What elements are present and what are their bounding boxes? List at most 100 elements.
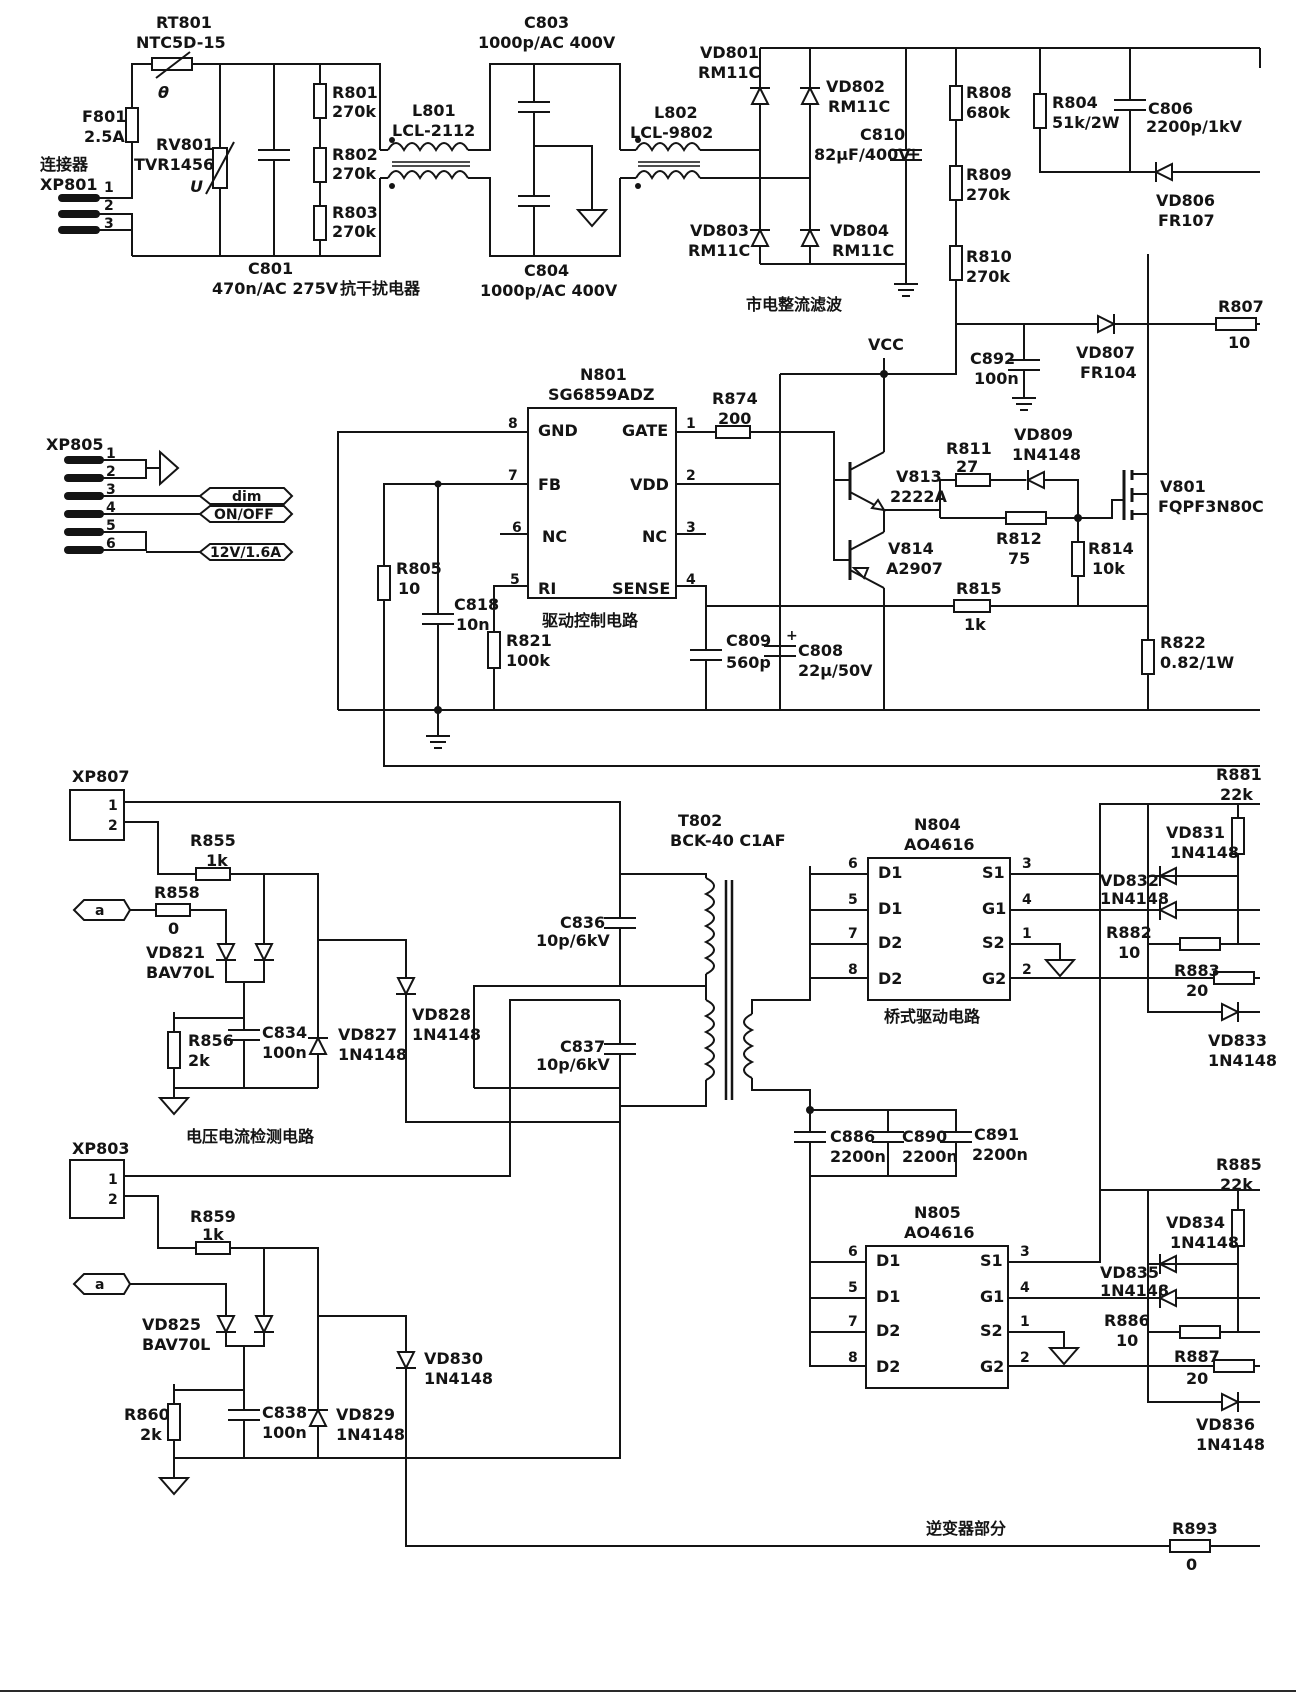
r886-ref: R886 [1104, 1311, 1150, 1330]
vd830-val: 1N4148 [424, 1369, 493, 1388]
power-tag [198, 543, 294, 561]
r822-val: 0.82/1W [1160, 653, 1234, 672]
vd802-val: RM11C [828, 97, 890, 116]
c801-val: 470n/AC 275V [212, 279, 339, 298]
xp807-connector [69, 789, 125, 841]
dim-label: dim [232, 489, 261, 505]
r805-resistor [377, 565, 391, 601]
n801-pin-fb: FB [538, 475, 561, 494]
vd829-ref: VD829 [336, 1405, 395, 1424]
vd830-diode [396, 1351, 416, 1371]
c834-val: 100n [262, 1043, 307, 1062]
r814-ref: R814 [1088, 539, 1134, 558]
vd836-ref: VD836 [1196, 1415, 1255, 1434]
n801-pin-sense: SENSE [612, 579, 670, 598]
vd831-ref: VD831 [1166, 823, 1225, 842]
r882-val: 10 [1118, 943, 1140, 962]
c836-val: 10p/6kV [536, 931, 610, 950]
r814-val: 10k [1092, 559, 1125, 578]
vd825-ref: VD825 [142, 1315, 201, 1334]
n805-num6: 6 [848, 1244, 858, 1260]
r859-val: 1k [202, 1225, 224, 1244]
r811-ref: R811 [946, 439, 992, 458]
r802-resistor [313, 147, 327, 183]
vd807-ref: VD807 [1076, 343, 1135, 362]
xp805-pin4: 4 [106, 500, 116, 516]
r812-resistor [1005, 511, 1047, 525]
vd828-val: 1N4148 [412, 1025, 481, 1044]
vd801-val: RM11C [698, 63, 760, 82]
c803-val: 1000p/AC 400V [478, 33, 616, 52]
r809-val: 270k [966, 185, 1010, 204]
r856-ref: R856 [188, 1031, 234, 1050]
xp803-pin2: 2 [108, 1192, 118, 1208]
vd825-diode-a [216, 1315, 236, 1335]
ac-input-section: 连接器 XP801 1 2 3 F801 2.5A RT801 NTC5D-15… [40, 13, 810, 300]
r802-ref: R802 [332, 145, 378, 164]
c886-val: 2200n [830, 1147, 886, 1166]
vd836-val: 1N4148 [1196, 1435, 1265, 1454]
rt801-thermistor [151, 57, 193, 71]
r809-resistor [949, 165, 963, 201]
section-bridge-driver: 桥式驱动电路 [884, 1007, 981, 1026]
c886-ref: C886 [830, 1127, 875, 1146]
r814-resistor [1071, 541, 1085, 577]
r886-val: 10 [1116, 1331, 1138, 1350]
section-detection: 电压电流检测电路 [186, 1127, 315, 1146]
dim-tag [198, 487, 294, 505]
section-rectifier: 市电整流滤波 [746, 295, 843, 314]
n804-ref: N804 [914, 815, 961, 834]
n801-num3: 3 [686, 520, 696, 536]
rv801-val: TVR1456 [134, 155, 214, 174]
c808-plus: + [786, 628, 798, 644]
vd835-ref: VD835 [1100, 1263, 1159, 1282]
l802-choke-top [635, 142, 701, 153]
r808-resistor [949, 85, 963, 121]
vd829-diode [308, 1407, 328, 1427]
r807-val: 10 [1228, 333, 1250, 352]
r858-ref: R858 [154, 883, 200, 902]
r804-ref: R804 [1052, 93, 1098, 112]
r887-resistor [1213, 1359, 1255, 1373]
r801-resistor [313, 83, 327, 119]
n805-num1: 1 [1020, 1314, 1030, 1330]
rectifier-section: VD801 RM11C VD802 RM11C VD803 RM11C VD80… [688, 43, 1261, 710]
n805-pin-d2b: D2 [876, 1357, 900, 1376]
r856-val: 2k [188, 1051, 210, 1070]
vd809-diode [1025, 470, 1045, 490]
c810-plus: + [906, 144, 921, 165]
aux-supply-section: VCC C892 100n VD807 FR104 R807 10 [780, 297, 1264, 411]
v813-val: 2222A [890, 487, 948, 506]
n804-pin-d2b: D2 [878, 969, 902, 988]
r821-resistor [487, 631, 501, 669]
section-drive-control: 驱动控制电路 [542, 611, 639, 630]
r805-val: 10 [398, 579, 420, 598]
n801-num1: 1 [686, 416, 696, 432]
n804-pin-g1: G1 [982, 899, 1006, 918]
c834-ref: C834 [262, 1023, 307, 1042]
xp805-pin6: 6 [106, 536, 116, 552]
vd821-ref: VD821 [146, 943, 205, 962]
vd803-ref: VD803 [690, 221, 749, 240]
n805-part: AO4616 [904, 1223, 975, 1242]
bridge-section: N804 AO4616 D1 D1 D2 D2 S1 G1 S2 G2 6 5 … [794, 765, 1277, 1574]
r860-ref: R860 [124, 1405, 170, 1424]
r809-ref: R809 [966, 165, 1012, 184]
vd821-val: BAV70L [146, 963, 214, 982]
r887-ref: R887 [1174, 1347, 1220, 1366]
n801-num2: 2 [686, 468, 696, 484]
xp801-ref: XP801 [40, 175, 97, 194]
n801-part: SG6859ADZ [548, 385, 654, 404]
c838-val: 100n [262, 1423, 307, 1442]
r886-resistor [1179, 1325, 1221, 1339]
vd806-val: FR107 [1158, 211, 1215, 230]
xp801-pin2: 2 [104, 198, 114, 214]
r815-ref: R815 [956, 579, 1002, 598]
vd829-val: 1N4148 [336, 1425, 405, 1444]
t802-ref: T802 [678, 811, 722, 830]
r802-val: 270k [332, 164, 376, 183]
r807-resistor [1215, 317, 1257, 331]
rt801-val: NTC5D-15 [136, 33, 226, 52]
r821-ref: R821 [506, 631, 552, 650]
n804-num7: 7 [848, 926, 858, 942]
